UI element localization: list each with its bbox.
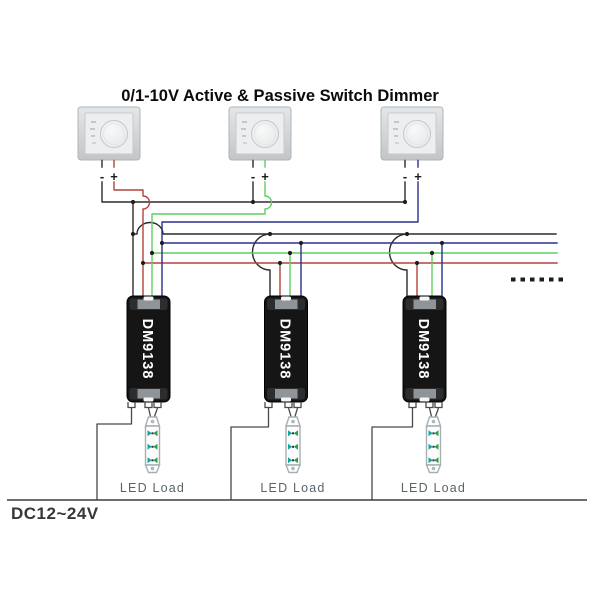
module-connector-bottom: [413, 389, 436, 399]
led-load-label-2: LED Load: [260, 481, 325, 495]
wires-negative-black: [101, 159, 557, 297]
switch2-pos-to-module1: [151, 181, 273, 297]
module-connector-top: [137, 299, 160, 309]
module-body: [264, 295, 308, 403]
module-slot-bottom: [143, 397, 154, 402]
terminal-minus-label-1: -: [100, 169, 104, 184]
module-output-terminals-3: [408, 402, 443, 409]
module-label-2: DM9138: [277, 319, 293, 380]
module-body: [126, 295, 171, 403]
module-slot-bottom: [281, 397, 291, 402]
terminal-plus-label-3: +: [414, 169, 422, 184]
led-load-label-3: LED Load: [401, 481, 466, 495]
neg-bus-main-with-hop: [132, 221, 557, 235]
module3-neg-drop-arc: [388, 233, 408, 297]
module-slot-bottom: [419, 397, 430, 402]
diagram-title: 0/1-10V Active & Passive Switch Dimmer: [121, 87, 439, 105]
module-slot-top: [281, 296, 291, 301]
module1-dc-return-wire: [96, 408, 133, 500]
led-strip-1: [144, 416, 161, 474]
terminal-minus-label-2: -: [251, 169, 255, 184]
dc-power-label: DC12~24V: [11, 504, 99, 523]
dimmer-module-2: DM9138: [264, 295, 308, 409]
neg-bus-top: [101, 181, 406, 203]
led-strip-2: [285, 416, 301, 474]
module-connector-top: [275, 299, 298, 309]
module-connector-bottom: [275, 389, 298, 399]
wires-dim-green: [151, 159, 558, 297]
module-label-1: DM9138: [139, 319, 155, 380]
junction-dots: [130, 199, 445, 266]
terminal-plus-label-2: +: [261, 169, 269, 184]
dimmer-module-1: DM9138: [126, 295, 171, 409]
switch1-pos-to-module1: [113, 181, 151, 297]
dimmer-switch-1: [77, 106, 141, 161]
wires-dim-red: [113, 159, 558, 297]
module-output-terminals-2: [264, 402, 302, 409]
module2-led-wires: [287, 407, 299, 417]
dimmer-module-3: DM9138: [402, 295, 447, 409]
led-strip-3: [425, 416, 442, 474]
module-body: [402, 295, 447, 403]
module1-led-wires: [147, 407, 159, 417]
module-output-terminals-1: [127, 402, 162, 409]
more-modules-ellipsis: [511, 277, 563, 282]
terminal-plus-label-1: +: [110, 169, 118, 184]
led-load-label-1: LED Load: [120, 481, 185, 495]
dimmer-switch-2: [228, 106, 292, 161]
module3-led-wires: [428, 407, 440, 417]
wires-dim-blue: [161, 159, 558, 297]
module-connector-top: [413, 299, 436, 309]
module-slot-top: [419, 296, 430, 301]
switch3-pos-to-module1: [161, 181, 419, 297]
terminal-minus-label-3: -: [403, 169, 407, 184]
module-output-wires: [96, 407, 440, 500]
module2-neg-drop-arc: [251, 233, 271, 297]
module3-dc-return-wire: [371, 408, 414, 500]
module-connector-bottom: [137, 389, 160, 399]
module-slot-top: [143, 296, 154, 301]
module-label-3: DM9138: [415, 319, 431, 380]
dimmer-switch-3: [380, 106, 444, 161]
module2-dc-return-wire: [230, 408, 270, 500]
